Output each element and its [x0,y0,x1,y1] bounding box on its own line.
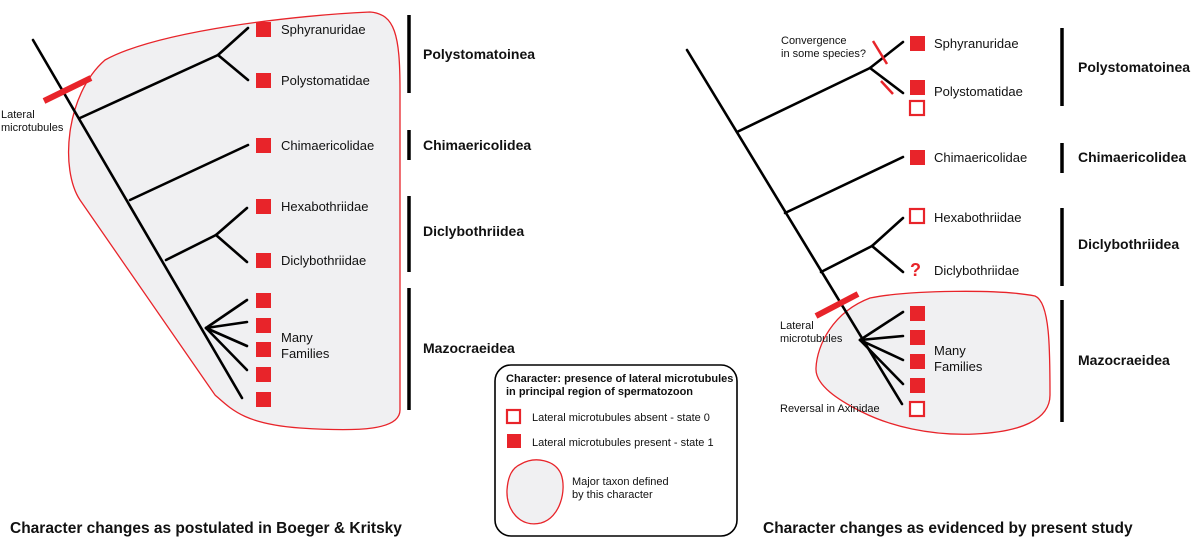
state-present-marker [256,293,271,308]
right-branch-diclybothriidea [819,244,874,274]
state-present-marker [910,378,925,393]
right-reversal-label: Reversal in Axinidae [780,403,880,415]
state-absent-marker [908,99,926,117]
left-branch-polystomatoinea [78,53,220,120]
right-group-brackets: Polystomatoinea Chimaericolidea Diclybot… [1060,28,1190,422]
right-branch-sphyranuridae [868,40,905,70]
legend-region-swatch [506,459,564,525]
left-caption: Character changes as postulated in Boege… [10,520,402,537]
right-annotation-label: Lateral microtubules [780,320,843,345]
left-branch-sphyranuridae [216,26,250,57]
state-present-marker [910,354,925,369]
right-branch-family-4 [858,338,905,386]
right-branch-family-2 [858,334,905,342]
left-branch-diclybothriidea [164,233,218,262]
right-branch-chimaericolidae [783,155,905,215]
legend-region-label: Major taxon defined by this character [572,476,672,501]
group-label-chimaericolidea: Chimaericolidea [1078,149,1186,165]
taxon-label-chimaericolidae: Chimaericolidae [934,150,1027,165]
right-branch-family-1 [858,310,905,342]
right-branch-polystomatoinea [735,66,872,134]
left-state-markers [256,22,271,407]
right-panel: Convergence in some species? Lateral mic… [685,28,1190,537]
left-branch-family-4 [204,326,249,372]
legend-title: Character: presence of lateral microtubu… [506,373,736,398]
taxon-label-chimaericolidae: Chimaericolidae [281,138,374,153]
legend: Character: presence of lateral microtubu… [494,364,738,537]
group-label-polystomatoinea: Polystomatoinea [423,46,535,62]
state-present-marker [256,73,271,88]
left-branch-family-2 [204,320,249,330]
taxon-label-diclybothriidae: Diclybothriidae [934,263,1019,278]
left-annotation-label: Lateral microtubules [1,109,64,134]
right-character-bar [814,291,860,319]
right-tree [685,40,905,406]
state-present-marker [256,367,271,382]
group-label-diclybothriidea: Diclybothriidea [1078,236,1179,252]
state-present-marker [910,306,925,321]
taxon-label-polystomatidae: Polystomatidae [281,73,370,88]
left-tree [31,26,250,400]
left-branch-polystomatidae [216,53,250,82]
left-taxon-region [67,11,401,431]
taxon-label-sphyranuridae: Sphyranuridae [934,36,1019,51]
right-branch-hexabothriidae [870,216,905,248]
state-unknown-marker: ? [910,260,921,280]
group-label-mazocraeidea: Mazocraeidea [423,340,515,356]
group-label-mazocraeidea: Mazocraeidea [1078,352,1170,368]
legend-absent-label: Lateral microtubules absent - state 0 [532,412,710,424]
right-state-markers: ? [908,36,926,418]
taxon-label-many-families: Many Families [281,330,330,361]
left-branch-family-1 [204,298,249,330]
legend-present-label: Lateral microtubules present - state 1 [532,437,714,449]
right-taxon-labels: Sphyranuridae Polystomatidae Chimaericol… [934,36,1027,374]
taxon-label-many-families: Many Families [934,343,983,374]
legend-present-marker [507,434,521,448]
right-branch-diclybothriidae [870,244,905,274]
state-present-marker [910,80,925,95]
left-branch-family-3 [204,326,249,348]
group-label-chimaericolidea: Chimaericolidea [423,137,531,153]
left-group-brackets: Polystomatoinea Chimaericolidea Diclybot… [407,15,535,410]
left-taxon-labels: Sphyranuridae Polystomatidae Chimaericol… [281,22,374,361]
right-convergence-label: Convergence in some species? [781,35,866,60]
group-label-polystomatoinea: Polystomatoinea [1078,59,1190,75]
state-present-marker [910,150,925,165]
state-present-marker [256,342,271,357]
right-taxon-region [815,290,1051,435]
state-present-marker [256,138,271,153]
left-character-bar [42,75,93,104]
state-present-marker [256,318,271,333]
left-branch-diclybothriidae [214,233,249,264]
taxon-label-hexabothriidae: Hexabothriidae [281,199,368,214]
state-present-marker [256,199,271,214]
taxon-label-polystomatidae: Polystomatidae [934,84,1023,99]
taxon-label-hexabothriidae: Hexabothriidae [934,210,1021,225]
state-present-marker [910,330,925,345]
right-convergence-bar-lower [880,80,894,95]
right-convergence-bar-upper [871,40,889,65]
state-absent-marker [908,400,926,418]
state-present-marker [910,36,925,51]
group-label-diclybothriidea: Diclybothriidea [423,223,524,239]
state-present-marker [256,392,271,407]
taxon-label-sphyranuridae: Sphyranuridae [281,22,366,37]
left-branch-hexabothriidae [214,206,249,237]
right-branch-family-3 [858,338,905,362]
state-present-marker [256,253,271,268]
left-tree-trunk [31,38,244,400]
state-absent-marker [908,207,926,225]
taxon-label-diclybothriidae: Diclybothriidae [281,253,366,268]
left-panel: Lateral microtubules Sphyranuridae Polys… [1,11,535,537]
right-branch-polystomatidae [868,66,905,95]
right-caption: Character changes as evidenced by presen… [763,520,1133,537]
legend-absent-marker [505,408,522,425]
left-branch-chimaericolidae [128,143,250,202]
state-present-marker [256,22,271,37]
